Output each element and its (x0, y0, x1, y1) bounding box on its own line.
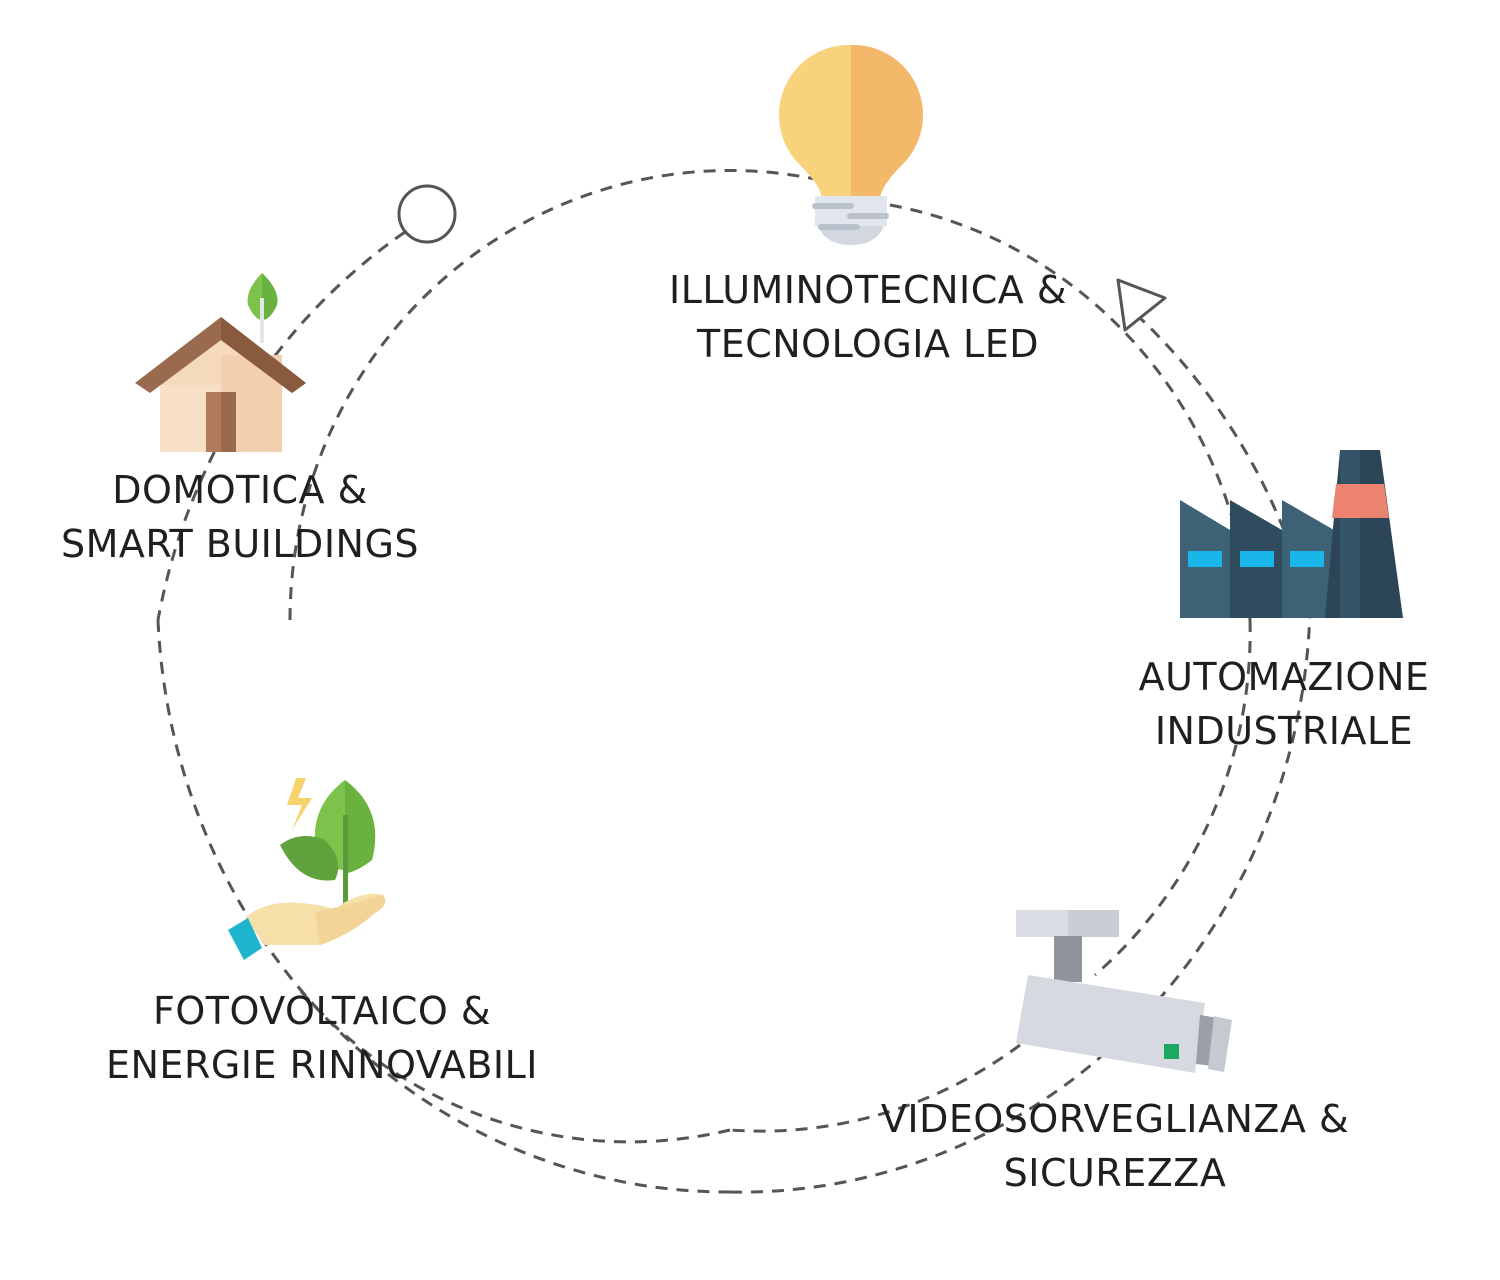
label-line: INDUSTRIALE (1154, 709, 1414, 753)
label-line: VIDEOSORVEGLIANZA & (880, 1097, 1350, 1141)
factory-icon (1180, 450, 1403, 618)
dashed-ring-inner (288, 169, 1252, 1144)
label-line: FOTOVOLTAICO & (152, 989, 492, 1033)
label-line: TECNOLOGIA LED (697, 322, 1039, 366)
smart-house-icon (135, 273, 306, 452)
label-line: SICUREZZA (1003, 1151, 1227, 1195)
label-industrial: AUTOMAZIONE INDUSTRIALE (1139, 650, 1430, 758)
label-line: AUTOMAZIONE (1138, 655, 1430, 699)
lightbulb-icon (778, 44, 924, 245)
label-line: ILLUMINOTECNICA & (669, 268, 1067, 312)
circle-marker-icon (397, 184, 457, 244)
label-line: SMART BUILDINGS (60, 522, 420, 566)
label-domotics: DOMOTICA & SMART BUILDINGS (61, 463, 419, 571)
triangle-arrow-icon (1116, 278, 1167, 332)
label-security: VIDEOSORVEGLIANZA & SICUREZZA (881, 1092, 1349, 1200)
plant-in-hand-icon (228, 778, 386, 960)
label-lighting: ILLUMINOTECNICA & TECNOLOGIA LED (669, 263, 1067, 371)
label-line: ENERGIE RINNOVABILI (105, 1043, 539, 1087)
label-renewable: FOTOVOLTAICO & ENERGIE RINNOVABILI (106, 984, 538, 1092)
label-line: DOMOTICA & (112, 468, 368, 512)
security-camera-icon (1016, 910, 1232, 1073)
